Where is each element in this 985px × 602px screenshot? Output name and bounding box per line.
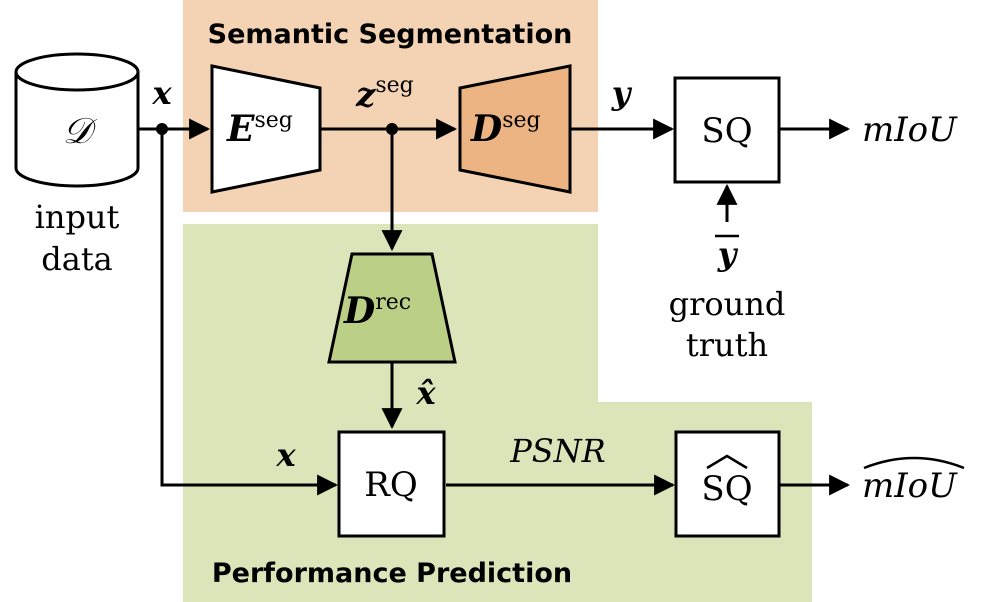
miou-hat-accent bbox=[863, 456, 965, 470]
decoder-seg-label: Dseg bbox=[470, 108, 541, 150]
x-hat-label: x̂ bbox=[415, 374, 436, 412]
input-x-bottom-label: x bbox=[275, 436, 296, 474]
decoder-rec-block bbox=[327, 252, 457, 364]
sq-hat-accent bbox=[706, 454, 748, 470]
psnr-label: PSNR bbox=[509, 432, 606, 470]
junction-dot-latent bbox=[386, 123, 398, 135]
sq-box bbox=[673, 76, 781, 184]
sq-box-label: SQ bbox=[701, 111, 752, 151]
sq-hat-box bbox=[674, 430, 781, 538]
ground-truth-label-line1: ground bbox=[669, 285, 786, 323]
database-icon bbox=[14, 52, 140, 188]
encoder-seg-label: Eseg bbox=[226, 108, 293, 150]
sq-hat-box-label: SQ bbox=[701, 469, 752, 509]
ground-truth-label-line2: truth bbox=[686, 326, 768, 364]
input-data-label-line1: input bbox=[35, 198, 120, 236]
decoder-rec-label: Drec bbox=[343, 290, 411, 332]
ground-truth-symbol: y bbox=[717, 235, 739, 273]
prediction-region bbox=[183, 224, 812, 602]
segmentation-title: Semantic Segmentation bbox=[208, 19, 573, 50]
output-y-label: y bbox=[611, 74, 633, 112]
input-x-top-label: x bbox=[151, 74, 172, 112]
rq-box bbox=[337, 430, 446, 538]
latent-label: zseg bbox=[355, 73, 414, 115]
rq-box-label: RQ bbox=[364, 465, 417, 505]
input-data-label-line2: data bbox=[41, 240, 113, 278]
miou-hat-label: mIoU bbox=[862, 466, 958, 506]
junction-dot-input bbox=[156, 123, 168, 135]
miou-label: mIoU bbox=[862, 110, 958, 150]
arrow-input-to-rq bbox=[160, 129, 339, 496]
prediction-title: Performance Prediction bbox=[212, 558, 572, 589]
encoder-seg-block bbox=[210, 64, 322, 194]
decoder-seg-block bbox=[458, 64, 572, 194]
